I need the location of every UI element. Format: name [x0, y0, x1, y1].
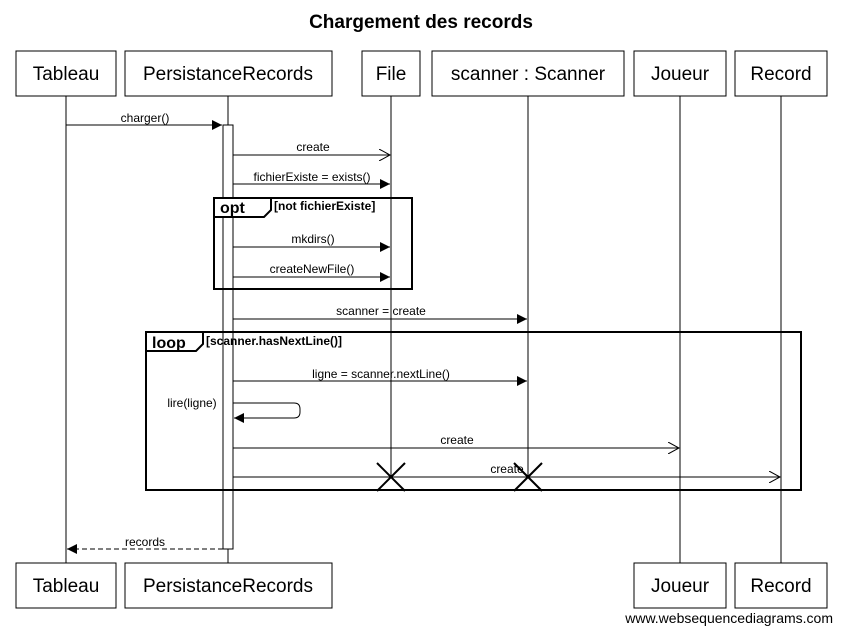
participant-label: Record — [750, 576, 811, 597]
destroy-marker-scanner — [513, 462, 543, 492]
participant-record-top: Record — [734, 50, 828, 97]
participant-scanner-top: scanner : Scanner — [431, 50, 625, 97]
watermark: www.websequencediagrams.com — [624, 610, 833, 626]
fragment-guard: [scanner.hasNextLine()] — [206, 334, 342, 348]
participant-label: Record — [750, 64, 811, 85]
message-label: lire(ligne) — [167, 396, 216, 410]
diagram-title: Chargement des records — [309, 12, 533, 33]
participant-label: Joueur — [651, 576, 710, 597]
fragment-keyword: loop — [152, 335, 186, 352]
message-label: records — [125, 535, 165, 549]
participant-persistance-top: PersistanceRecords — [124, 50, 333, 97]
participant-tableau-bottom: Tableau — [15, 562, 117, 609]
fragment-keyword: opt — [220, 200, 246, 217]
self-message-arrow — [233, 402, 301, 423]
participant-label: scanner : Scanner — [451, 64, 606, 85]
message-label: charger() — [121, 111, 170, 125]
fragment-guard: [not fichierExiste] — [274, 199, 375, 213]
message-label: scanner = create — [336, 304, 426, 318]
message-label: create — [296, 140, 330, 154]
participant-file-top: File — [361, 50, 421, 97]
opt-fragment: opt [not fichierExiste] — [213, 197, 413, 290]
participant-label: File — [376, 64, 407, 85]
participant-label: Tableau — [33, 64, 100, 85]
participant-label: PersistanceRecords — [143, 576, 313, 597]
message-label: createNewFile() — [270, 262, 355, 276]
message-label: create — [440, 433, 474, 447]
message-label: mkdirs() — [291, 232, 334, 246]
participant-record-bottom: Record — [734, 562, 828, 609]
activation-bar — [222, 124, 234, 550]
participant-persistance-bottom: PersistanceRecords — [124, 562, 333, 609]
participant-label: Joueur — [651, 64, 710, 85]
message-label: fichierExiste = exists() — [253, 170, 370, 184]
loop-fragment: loop [scanner.hasNextLine()] — [145, 331, 802, 491]
participant-label: Tableau — [33, 576, 100, 597]
participant-joueur-top: Joueur — [633, 50, 727, 97]
message-label: ligne = scanner.nextLine() — [312, 367, 450, 381]
participant-label: PersistanceRecords — [143, 64, 313, 85]
participant-joueur-bottom: Joueur — [633, 562, 727, 609]
participant-tableau-top: Tableau — [15, 50, 117, 97]
destroy-marker-file — [376, 462, 406, 492]
